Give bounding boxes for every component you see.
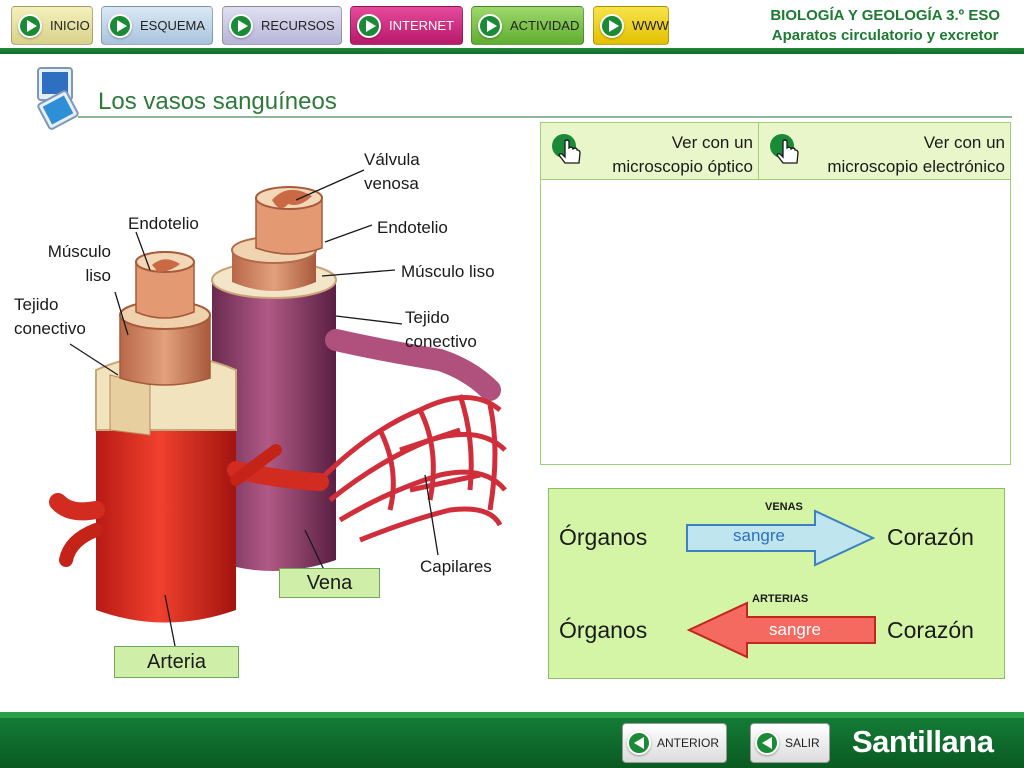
bottom-bar-highlight — [0, 712, 1024, 718]
veins-blood-word: sangre — [733, 526, 785, 545]
arteries-heart: Corazón — [887, 617, 974, 643]
previous-label: ANTERIOR — [657, 736, 720, 750]
nav-label: RECURSOS — [261, 18, 335, 33]
vein-body — [212, 280, 336, 571]
label-endothelium-artery: Endotelio — [128, 214, 199, 233]
veins-from-organs: Órganos — [559, 524, 648, 550]
back-arrow-icon — [755, 731, 779, 755]
nav-button-inicio[interactable]: INICIO — [11, 6, 93, 45]
vessels-drawing — [49, 169, 507, 647]
tab-optical-microscope[interactable]: Ver con un microscopio óptico — [541, 123, 759, 179]
tab-optical-text: Ver con un microscopio óptico — [612, 133, 753, 176]
veins-to-heart: Corazón — [887, 524, 974, 550]
veins-arrow-right — [686, 509, 876, 567]
back-arrow-icon — [627, 731, 651, 755]
play-icon — [229, 13, 253, 38]
subject-course: BIOLOGÍA Y GEOLOGÍA 3.º ESO — [770, 7, 1000, 24]
title-divider — [78, 116, 1012, 118]
blood-flow-diagram: VENAS Órganos sangre Corazón ARTERIAS Ór… — [548, 488, 1005, 679]
label-smooth-muscle-artery: Músculo liso — [47, 242, 111, 285]
venous-valve — [272, 189, 312, 209]
previous-button[interactable]: ANTERIOR — [622, 723, 727, 763]
hand-pointer-icon — [770, 134, 799, 164]
play-icon — [478, 13, 502, 38]
capillary-network — [318, 394, 507, 543]
artery-endothelium — [135, 261, 195, 319]
nav-button-actividad[interactable]: ACTIVIDAD — [471, 6, 584, 45]
nav-label: ACTIVIDAD — [510, 18, 580, 33]
arteries-tag: ARTERIAS — [752, 593, 809, 605]
label-connective-artery: Tejido conectivo — [14, 295, 86, 338]
play-icon — [108, 13, 132, 38]
label-endothelium-vein: Endotelio — [377, 218, 448, 237]
arteries-blood-word: sangre — [769, 620, 821, 639]
subject-unit: Aparatos circulatorio y excretor — [771, 27, 999, 44]
subject-heading: BIOLOGÍA Y GEOLOGÍA 3.º ESO Aparatos cir… — [770, 6, 1000, 46]
nav-label: WWW — [632, 18, 669, 33]
nav-label: INICIO — [50, 18, 90, 33]
label-artery: Arteria — [114, 646, 239, 678]
arteries-arrow-left — [686, 601, 876, 659]
label-capillaries: Capilares — [420, 557, 492, 576]
exit-button[interactable]: SALIR — [750, 723, 830, 763]
arteries-organs: Órganos — [559, 617, 648, 643]
label-smooth-muscle-vein: Músculo liso — [401, 262, 495, 281]
exit-label: SALIR — [785, 736, 820, 750]
nav-button-recursos[interactable]: RECURSOS — [222, 6, 342, 45]
top-bar-divider — [0, 48, 1024, 54]
artery-smooth-muscle — [119, 314, 211, 386]
veins-tag: VENAS — [765, 501, 803, 513]
hand-pointer-icon — [552, 134, 581, 164]
play-icon — [18, 13, 42, 38]
nav-button-www[interactable]: WWW — [593, 6, 669, 45]
artery-body — [96, 390, 236, 623]
tab-electron-text: Ver con un microscopio electrónico — [827, 133, 1005, 176]
brand-logo: Santillana — [852, 724, 994, 759]
play-icon — [357, 13, 381, 38]
nav-label: INTERNET — [389, 18, 454, 33]
page-title: Los vasos sanguíneos — [98, 88, 337, 115]
nav-button-internet[interactable]: INTERNET — [350, 6, 463, 45]
blood-vessels-illustration: Válvula venosa Endotelio Músculo liso Te… — [0, 130, 530, 690]
microscope-tabs: Ver con un microscopio óptico Ver con un… — [541, 123, 1010, 180]
bottom-bar — [0, 712, 1024, 768]
vein-endothelium — [255, 197, 323, 255]
label-venous-valve: Válvula venosa — [364, 150, 420, 193]
nav-button-esquema[interactable]: ESQUEMA — [101, 6, 213, 45]
tab-electron-microscope[interactable]: Ver con un microscopio electrónico — [759, 123, 1010, 179]
label-vein: Vena — [279, 568, 380, 598]
microscope-view-panel: Ver con un microscopio óptico Ver con un… — [540, 122, 1011, 465]
screen-icon — [37, 67, 79, 130]
label-leader-lines — [69, 169, 439, 647]
label-connective-vein: Tejido conectivo — [405, 308, 477, 351]
nav-label: ESQUEMA — [140, 18, 206, 33]
play-icon — [600, 13, 624, 38]
